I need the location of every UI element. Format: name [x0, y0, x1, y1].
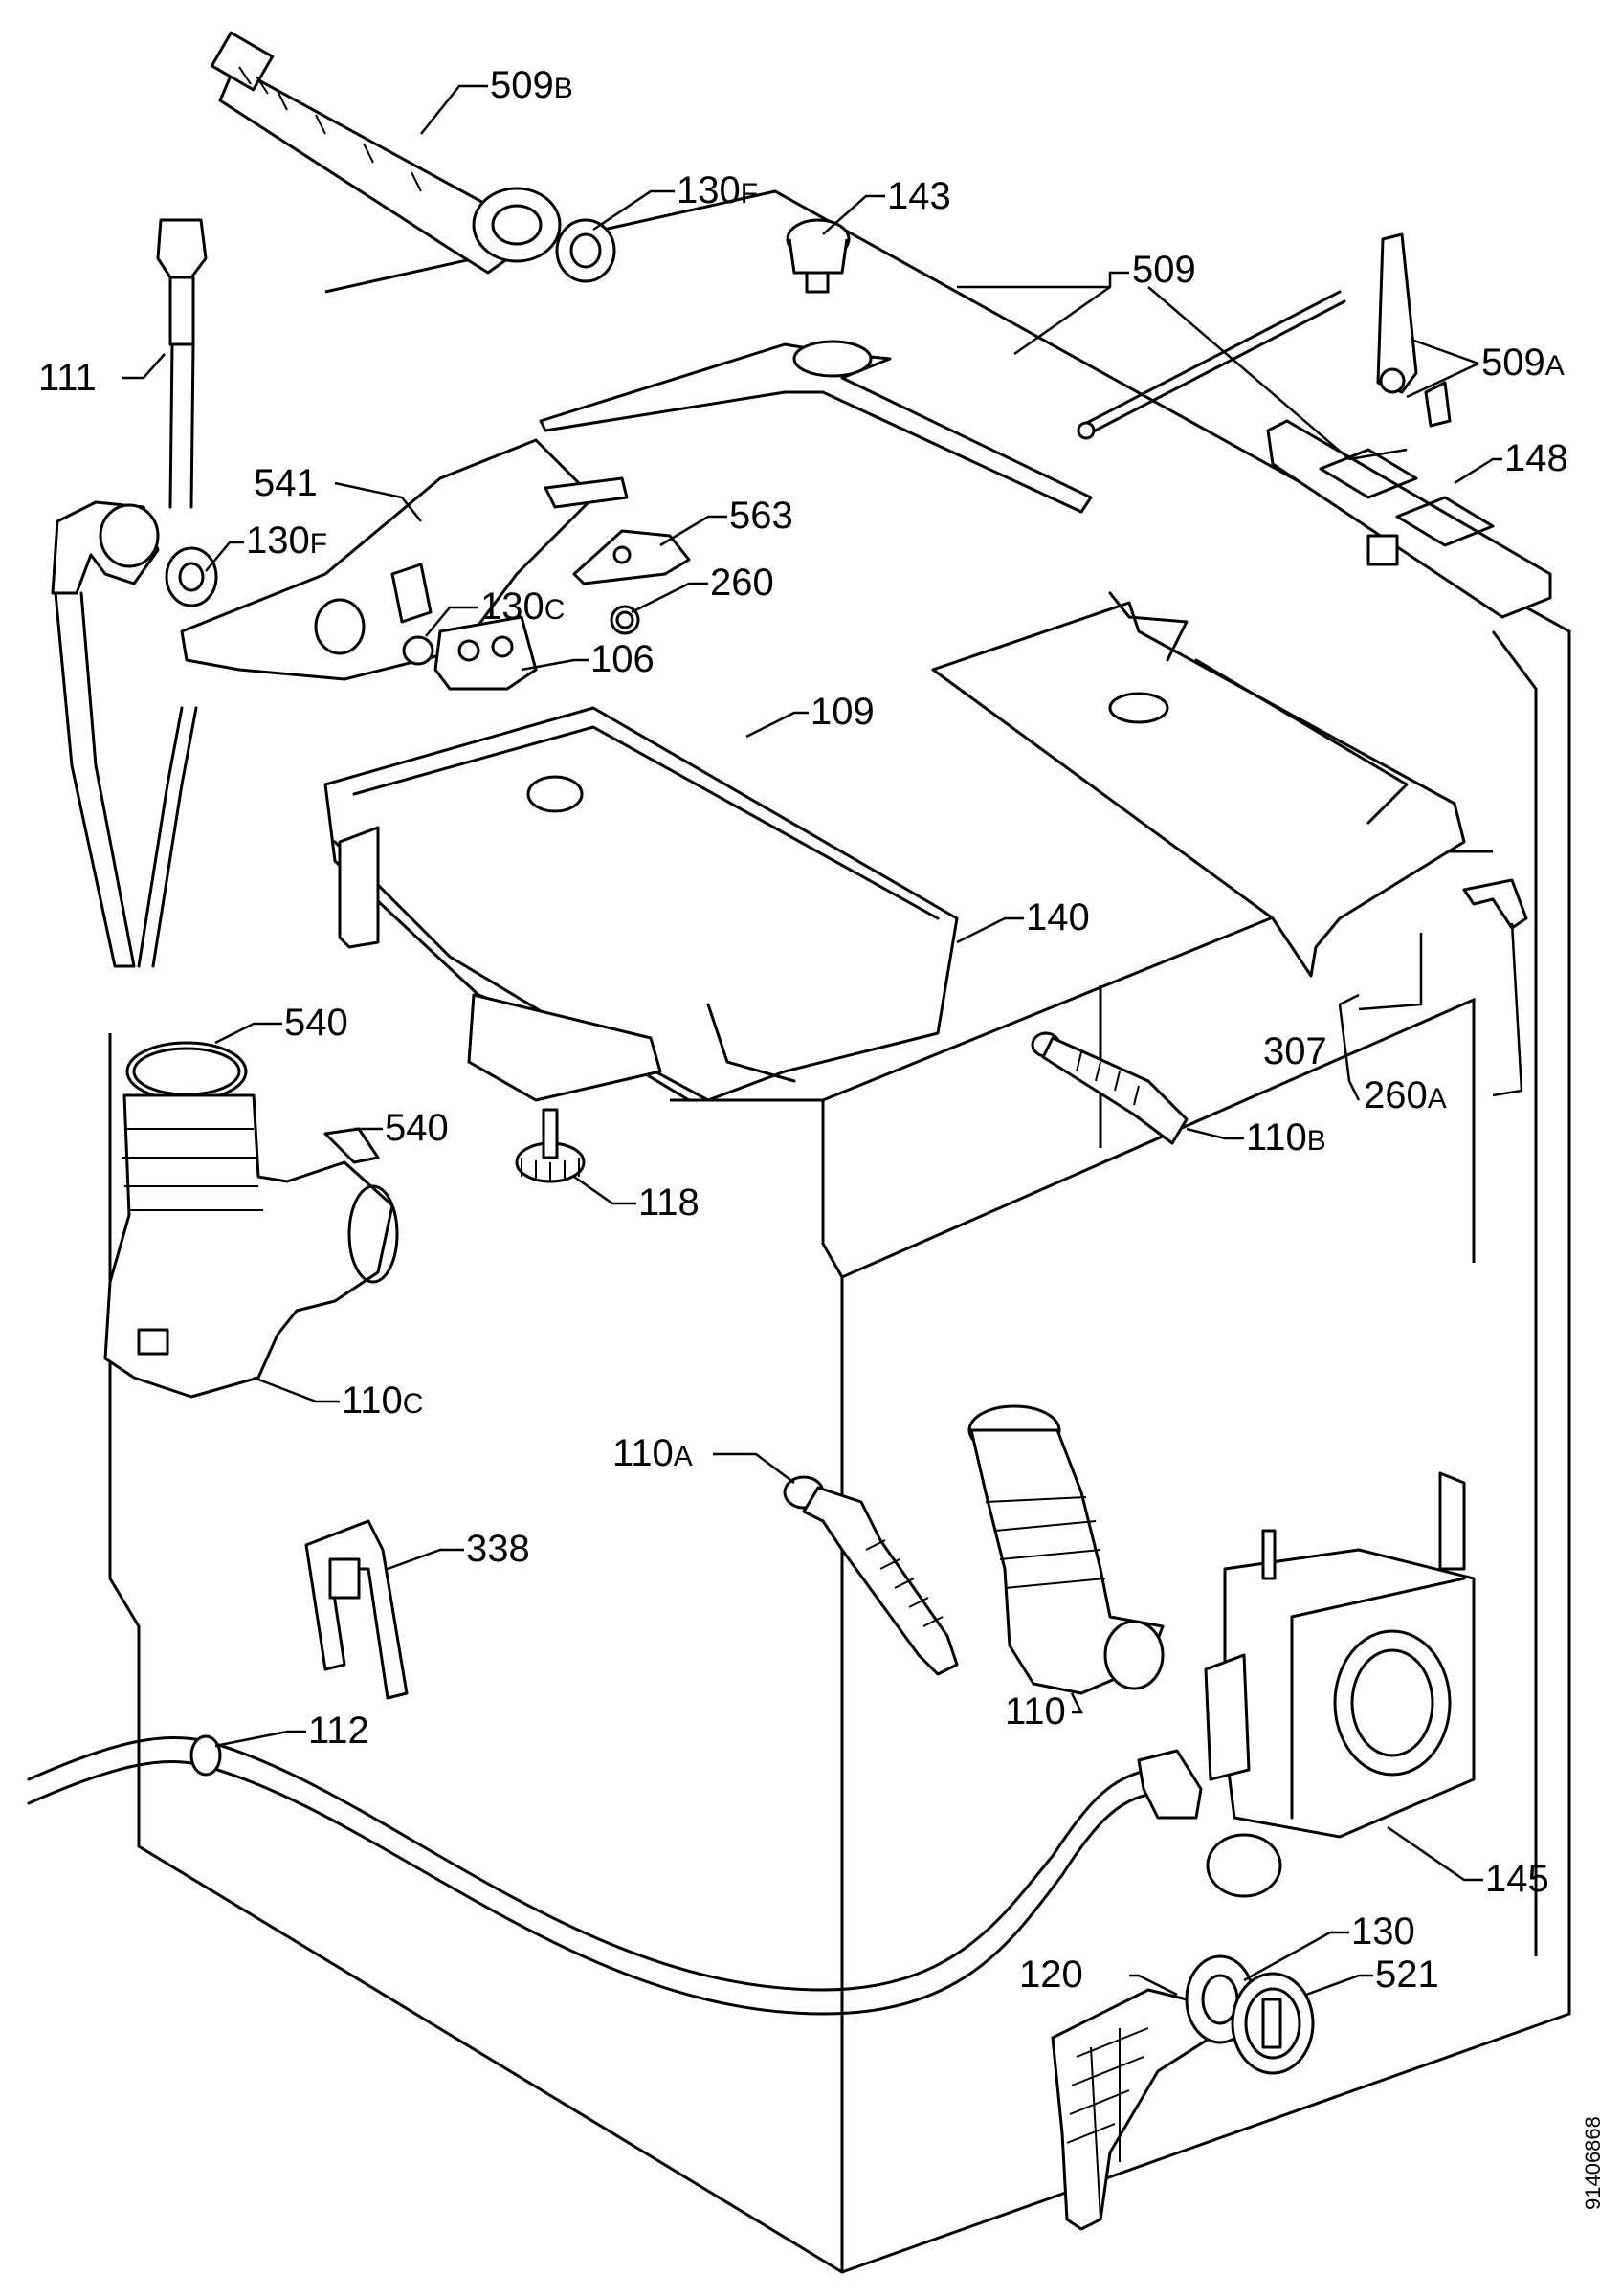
- dispenser-housing-109-part: [323, 706, 959, 1102]
- label-130c: 130C: [480, 585, 565, 628]
- rod-part: [1077, 290, 1346, 440]
- valve-106-part: [402, 615, 538, 691]
- valve-bracket-541-part: [180, 438, 629, 681]
- inlet-hose-111-part: [156, 218, 208, 509]
- leader-lines: [122, 84, 1523, 1997]
- hose-110a-part: [783, 1475, 959, 1676]
- drawer-307-part: [931, 591, 1466, 978]
- bellows-elbow-110-part: [967, 1404, 1165, 1695]
- label-110a: 110A: [612, 1432, 693, 1474]
- knob-143-part: [786, 218, 851, 294]
- label-111: 111: [38, 357, 97, 399]
- label-120: 120: [1019, 1954, 1083, 1996]
- label-118: 118: [638, 1181, 700, 1224]
- washer-130f-mid-part: [165, 546, 218, 607]
- label-307: 307: [1263, 1030, 1327, 1072]
- label-540-top: 540: [284, 1002, 348, 1044]
- label-112: 112: [308, 1710, 369, 1752]
- filter-washer-130f-part: [555, 218, 616, 283]
- inlet-hose-509b-part: [210, 31, 562, 275]
- pump-145-part: [1204, 1471, 1476, 1898]
- label-106: 106: [590, 638, 655, 680]
- label-140: 140: [1026, 896, 1090, 938]
- label-260: 260: [710, 562, 774, 604]
- distribution-arm-509-part: [539, 340, 1093, 514]
- label-338: 338: [466, 1528, 530, 1570]
- part-labels: 509B 130F 143 509 111 509A 148 541 563 1…: [38, 64, 1568, 1996]
- drawing-code: 91406868: [1581, 2116, 1605, 2210]
- bracket-148-part: [1266, 419, 1552, 619]
- u-clip-338-part: [304, 1519, 409, 1700]
- sump-hose-110c-part: [103, 1093, 399, 1399]
- label-145: 145: [1485, 1858, 1549, 1900]
- label-509b: 509B: [490, 64, 573, 106]
- label-509: 509: [1132, 249, 1196, 291]
- label-130: 130: [1351, 1910, 1415, 1953]
- filter-basket-120-part: [1051, 1988, 1212, 2231]
- drain-hose-112-part: [27, 1734, 1203, 2016]
- label-148: 148: [1504, 437, 1568, 479]
- hose-110b-part: [1031, 1031, 1189, 1145]
- label-110c: 110C: [342, 1380, 423, 1422]
- gear-118-part: [515, 1108, 586, 1183]
- label-110b: 110B: [1246, 1116, 1326, 1159]
- label-130f-top: 130F: [677, 169, 758, 211]
- lever-509a-part: [1376, 232, 1452, 428]
- label-143: 143: [887, 175, 951, 217]
- label-563: 563: [729, 495, 793, 537]
- label-260a: 260A: [1364, 1074, 1447, 1116]
- hose-elbow-part: [51, 500, 198, 968]
- label-541: 541: [254, 462, 318, 504]
- cap-521-part: [1231, 1972, 1315, 2075]
- label-509a: 509A: [1481, 342, 1565, 384]
- label-110: 110: [1005, 1690, 1066, 1733]
- spring-260-part: [610, 605, 640, 635]
- label-521: 521: [1375, 1954, 1439, 1996]
- label-109: 109: [811, 691, 875, 733]
- clip-260a-part: [1462, 878, 1528, 930]
- label-130f-mid: 130F: [246, 519, 327, 562]
- label-540-side: 540: [385, 1107, 449, 1149]
